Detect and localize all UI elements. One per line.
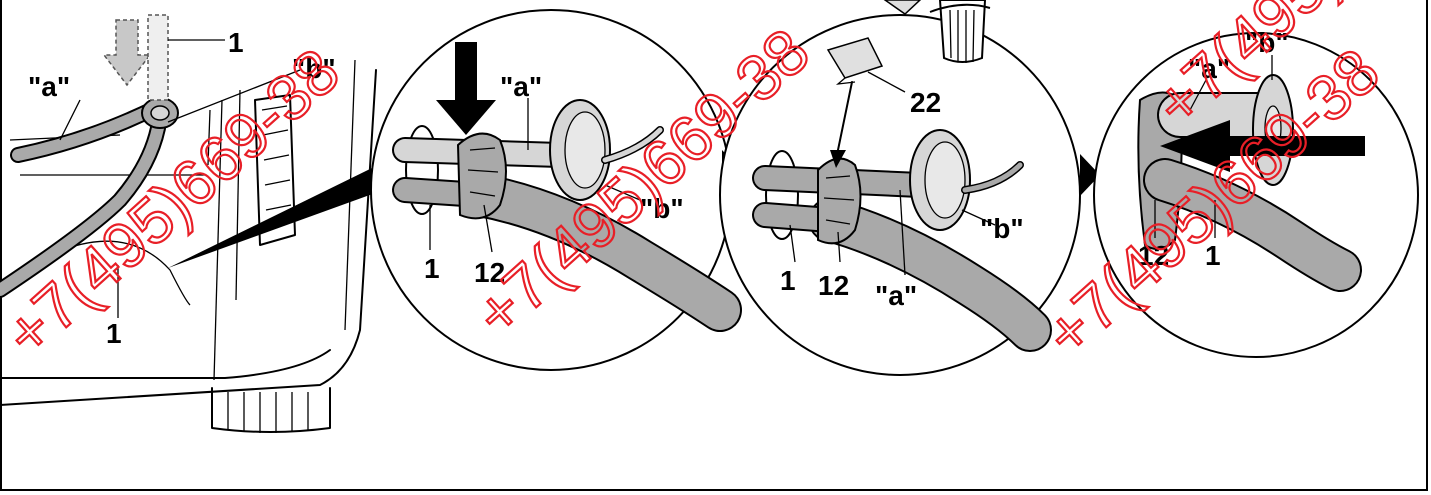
step2-label-1: 1 xyxy=(780,265,796,296)
overview-label-a: "a" xyxy=(28,71,70,102)
overview-panel: 1 "b" "a" 1 xyxy=(0,14,378,433)
step3-label-a: "a" xyxy=(1188,53,1230,84)
down-arrow-icon xyxy=(102,19,152,87)
step1-label-a: "a" xyxy=(500,71,542,102)
step1-label-12: 12 xyxy=(474,257,505,288)
step3-panel: "a" "b" 12 1 xyxy=(1093,27,1419,358)
trash-can-icon xyxy=(929,0,991,63)
step2-panel: 22 "b" 1 12 "a" xyxy=(719,0,1081,376)
overview-label-1-bottom: 1 xyxy=(106,318,122,349)
overview-label-b: "b" xyxy=(292,53,336,84)
left-arrow-icon xyxy=(1160,120,1365,172)
step1-panel: "a" "b" 1 12 xyxy=(370,9,742,371)
step3-label-b: "b" xyxy=(1245,27,1289,58)
down-arrow-icon xyxy=(436,42,496,135)
right-arrow-icon xyxy=(1080,154,1100,196)
step3-label-1: 1 xyxy=(1205,240,1221,271)
step2-label-a: "a" xyxy=(875,280,917,311)
step2-label-b: "b" xyxy=(980,213,1024,244)
overview-label-1-top: 1 xyxy=(228,27,244,58)
step2-label-22: 22 xyxy=(910,87,941,118)
adhesive-tape-icon xyxy=(826,37,884,79)
step1-label-b: "b" xyxy=(640,193,684,224)
step3-label-12: 12 xyxy=(1138,240,1169,271)
step2-label-12: 12 xyxy=(818,270,849,301)
step1-label-1: 1 xyxy=(424,253,440,284)
